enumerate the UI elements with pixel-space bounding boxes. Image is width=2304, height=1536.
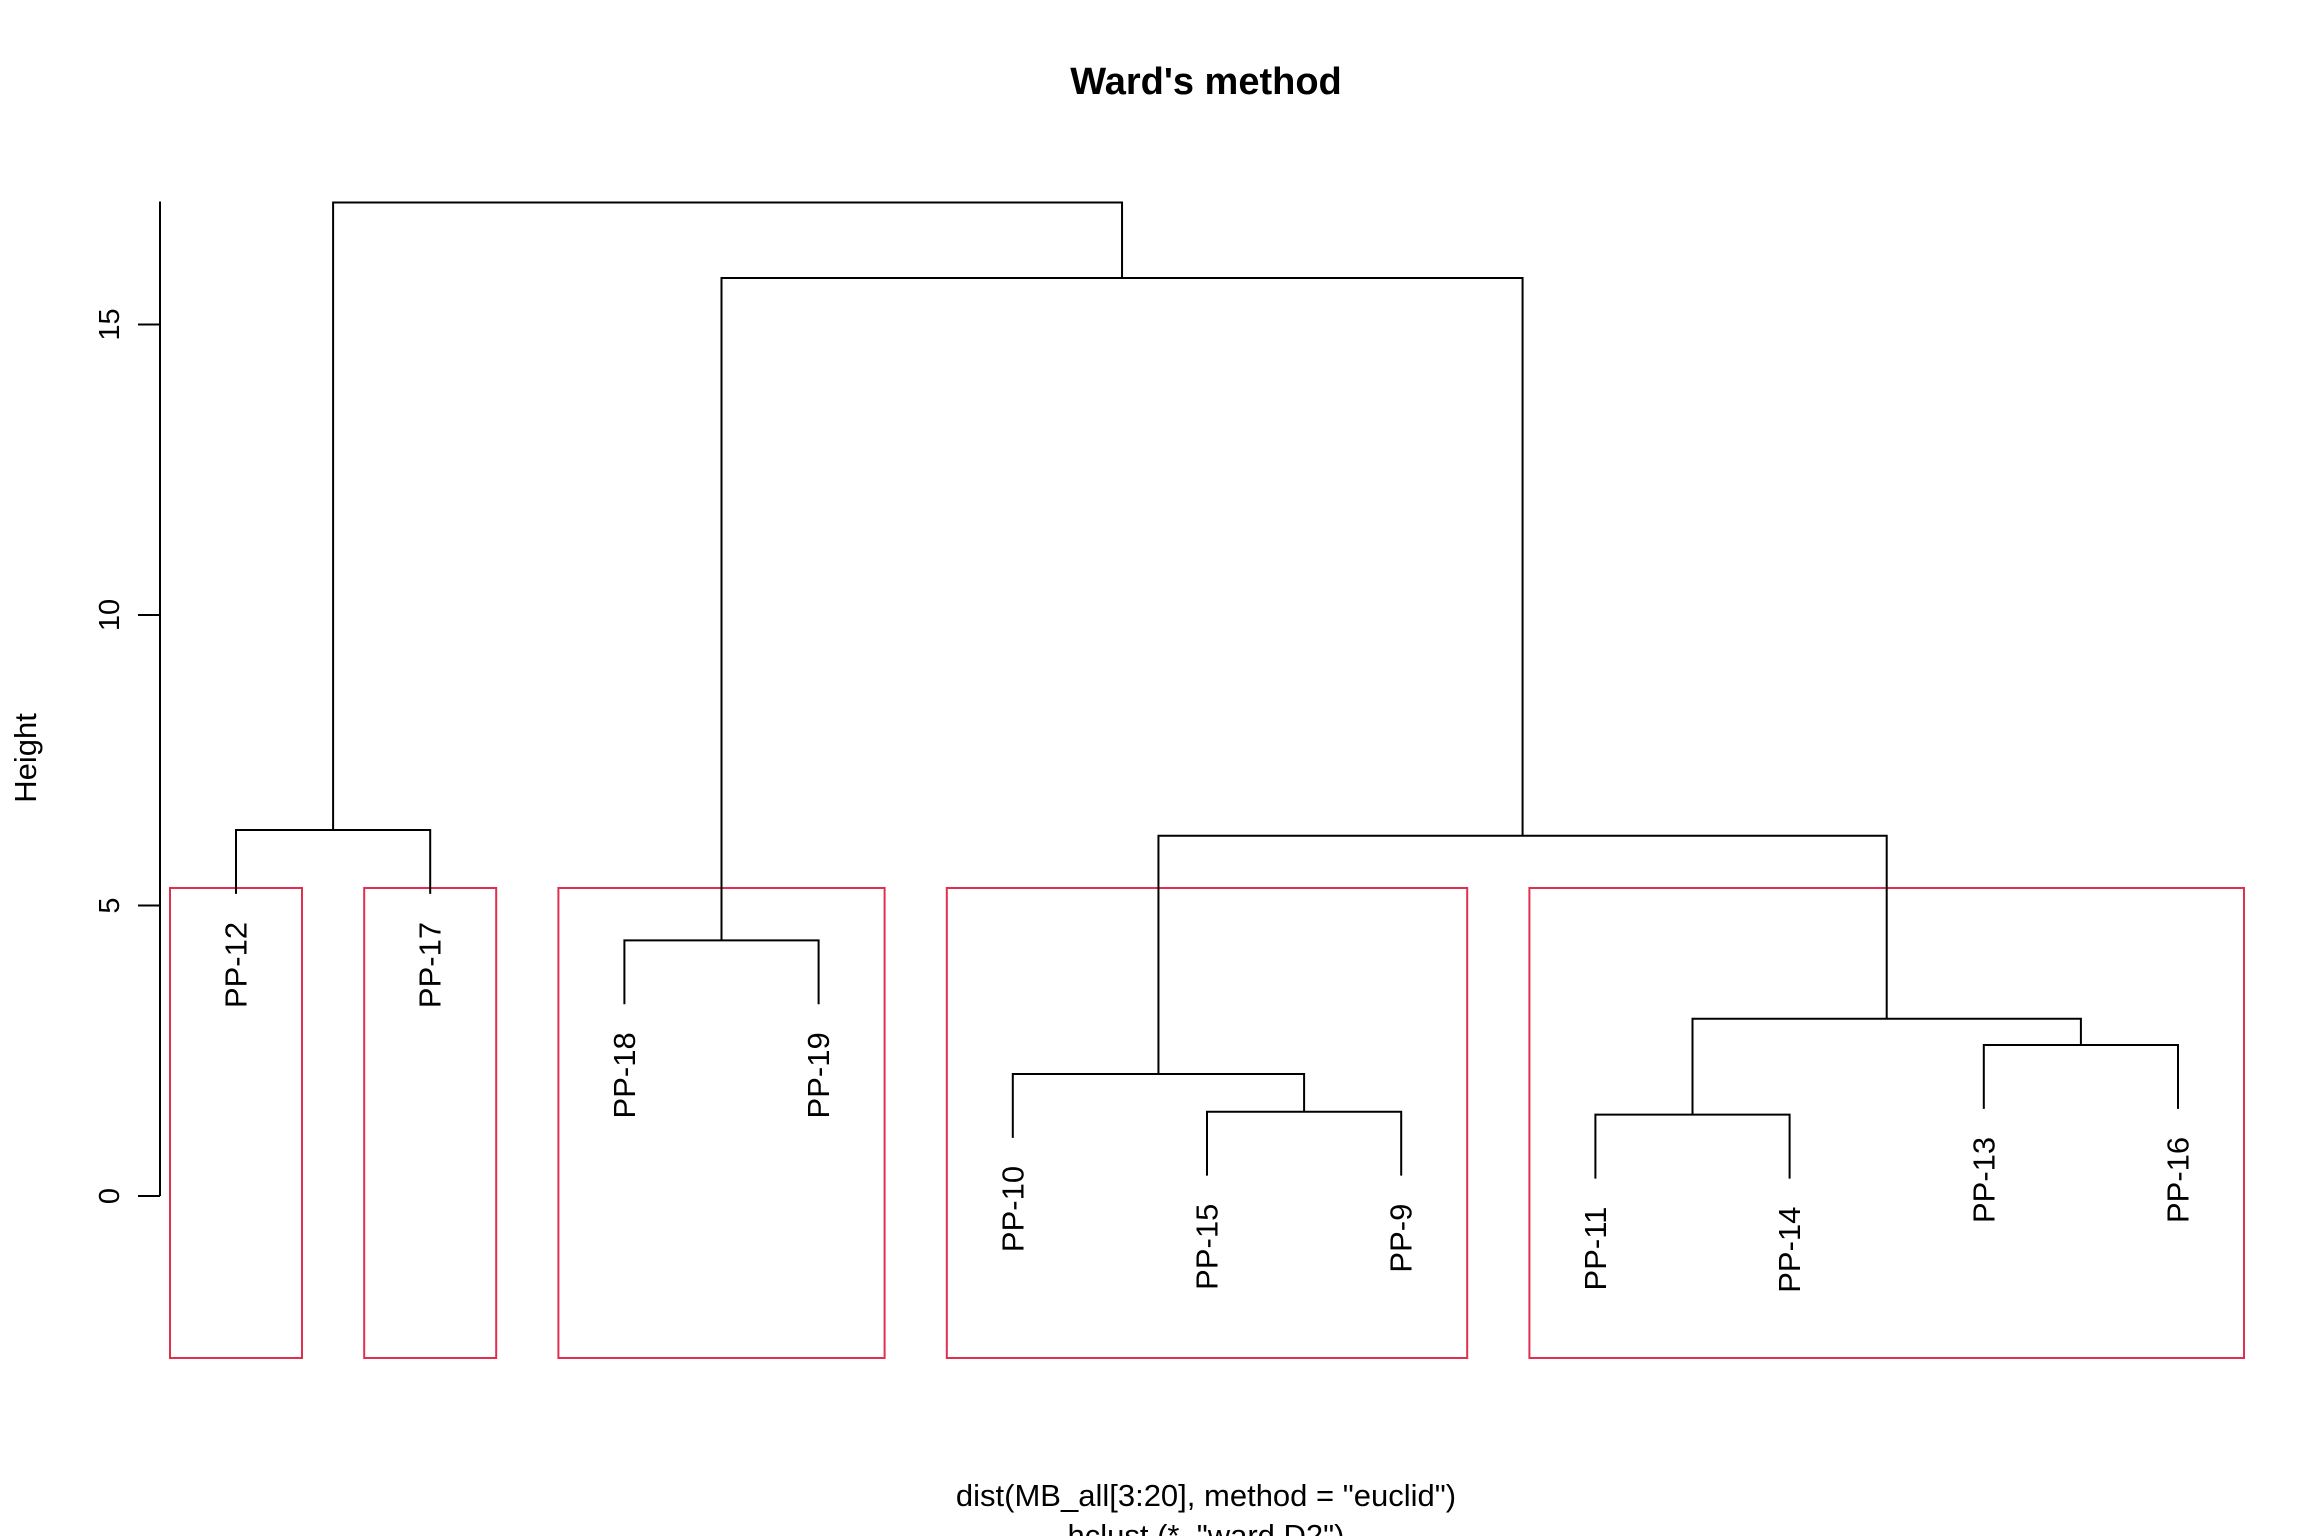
y-tick-label: 0	[94, 1188, 126, 1204]
leaf-label: PP-13	[1966, 1137, 2001, 1223]
dendrogram-branch	[1206, 1110, 1403, 1176]
y-axis: 0 5 10 15	[94, 201, 161, 1204]
x-axis-label-line-2: hclust (*, "ward.D2")	[1068, 1518, 1345, 1536]
leaf-label: PP-9	[1384, 1204, 1419, 1273]
dendrogram-branch	[1982, 1043, 2179, 1109]
dendrogram-branch	[1157, 834, 1888, 1074]
leaf-label: PP-11	[1578, 1207, 1613, 1291]
y-tick-label: 10	[94, 599, 126, 631]
x-axis-label-line-1: dist(MB_all[3:20], method = "euclid")	[956, 1478, 1456, 1513]
leaf-label: PP-14	[1772, 1207, 1807, 1293]
y-axis-label: Height	[8, 713, 43, 803]
y-tick-label: 5	[94, 897, 126, 913]
dendrogram-branch	[623, 939, 820, 1005]
chart-title: Ward's method	[1070, 61, 1342, 103]
dendrogram-branch	[1691, 1017, 2082, 1115]
leaf-label: PP-10	[995, 1166, 1030, 1252]
dendrogram-branch	[1594, 1113, 1791, 1179]
leaf-label: PP-19	[801, 1032, 836, 1118]
leaf-label: PP-12	[219, 922, 254, 1008]
dendrogram-branch	[235, 828, 432, 894]
dendrogram-tree	[235, 201, 2179, 1179]
dendrogram-branch	[332, 201, 1124, 830]
y-tick-label: 15	[94, 308, 126, 340]
leaf-label: PP-16	[2161, 1137, 2196, 1223]
leaf-label: PP-15	[1190, 1204, 1225, 1290]
dendrogram-branch	[1011, 1072, 1306, 1138]
cluster-box	[557, 887, 886, 1359]
leaf-label: PP-17	[413, 922, 448, 1008]
dendrogram-branch	[720, 277, 1524, 941]
cluster-box	[945, 887, 1469, 1359]
leaf-label: PP-18	[607, 1032, 642, 1118]
